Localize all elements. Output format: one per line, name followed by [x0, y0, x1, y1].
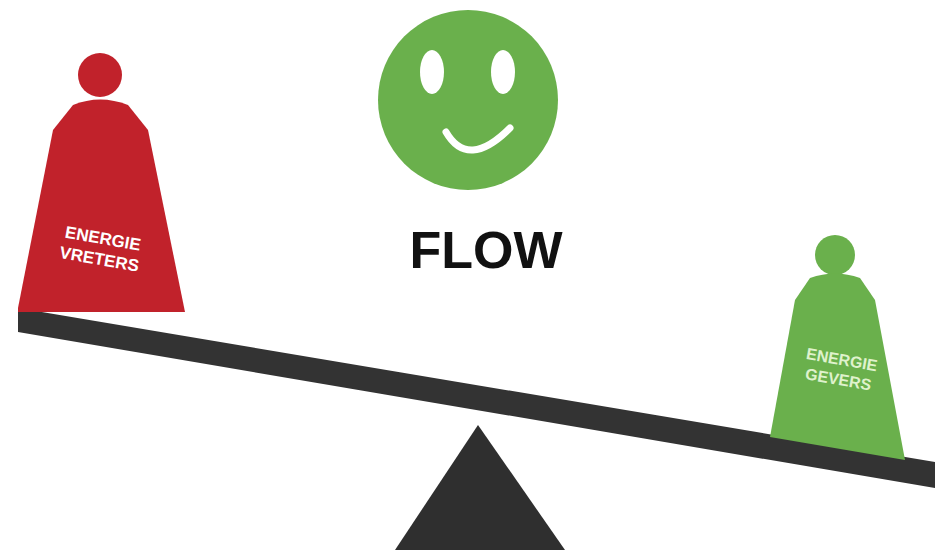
- weight-knob: [78, 53, 122, 97]
- weight-shape: [18, 50, 193, 340]
- heading-label: FLOW: [410, 220, 563, 280]
- weight-knob: [815, 235, 855, 275]
- smiley-circle: [378, 10, 558, 190]
- smiley-eye: [420, 50, 444, 94]
- smiley-mouth: [446, 128, 510, 150]
- smiley-eye: [491, 50, 515, 94]
- weight-body: [770, 274, 905, 461]
- smiley-face: [378, 10, 558, 190]
- weight-body: [18, 100, 185, 313]
- fulcrum: [395, 425, 565, 550]
- weight: ENERGIE VRETERS: [18, 50, 193, 340]
- weight: ENERGIE GEVERS: [765, 230, 910, 470]
